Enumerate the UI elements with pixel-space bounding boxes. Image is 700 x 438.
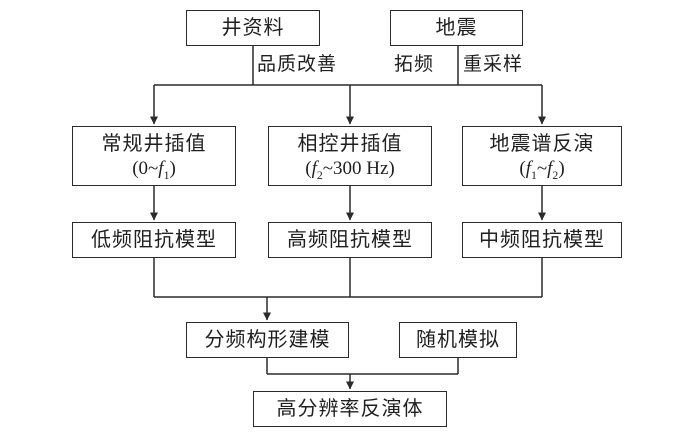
node-seismic-spectral-inversion: 地震谱反演 (f1~f2) [462,126,622,186]
node-seismic: 地震 [390,10,523,46]
node-seismic-label: 地震 [435,16,478,39]
node-stochastic-simulation: 随机模拟 [399,322,517,358]
edge-label-resampling: 重采样 [463,49,524,76]
node-seismic-spectral-inversion-title: 地震谱反演 [489,132,595,155]
node-high-resolution-inversion-volume: 高分辨率反演体 [253,391,447,427]
node-high-frequency-impedance-model-label: 高频阻抗模型 [287,228,413,251]
edge-label-quality-improvement: 品质改善 [257,49,338,76]
node-conventional-well-interpolation: 常规井插值 (0~f1) [72,126,236,186]
node-well-data: 井资料 [186,10,320,46]
node-phase-controlled-well-interpolation-title: 相控井插值 [297,132,403,155]
node-conventional-well-interpolation-title: 常规井插值 [101,132,207,155]
node-phase-controlled-well-interpolation: 相控井插值 (f2~300 Hz) [268,126,432,186]
node-low-frequency-impedance-model-label: 低频阻抗模型 [91,228,217,251]
node-frequency-division-structure-modeling-label: 分频构形建模 [204,328,331,351]
node-frequency-division-structure-modeling: 分频构形建模 [186,322,349,358]
node-phase-controlled-well-interpolation-range: (f2~300 Hz) [305,157,395,182]
edge-label-frequency-broadening: 拓频 [394,49,435,76]
node-high-frequency-impedance-model: 高频阻抗模型 [268,222,432,258]
node-stochastic-simulation-label: 随机模拟 [416,328,500,351]
node-conventional-well-interpolation-range: (0~f1) [132,157,176,182]
node-well-data-label: 井资料 [221,16,285,39]
node-seismic-spectral-inversion-range: (f1~f2) [519,157,565,182]
node-mid-frequency-impedance-model-label: 中频阻抗模型 [479,228,605,251]
node-low-frequency-impedance-model: 低频阻抗模型 [72,222,236,258]
node-high-resolution-inversion-volume-label: 高分辨率反演体 [276,397,424,420]
node-mid-frequency-impedance-model: 中频阻抗模型 [462,222,622,258]
